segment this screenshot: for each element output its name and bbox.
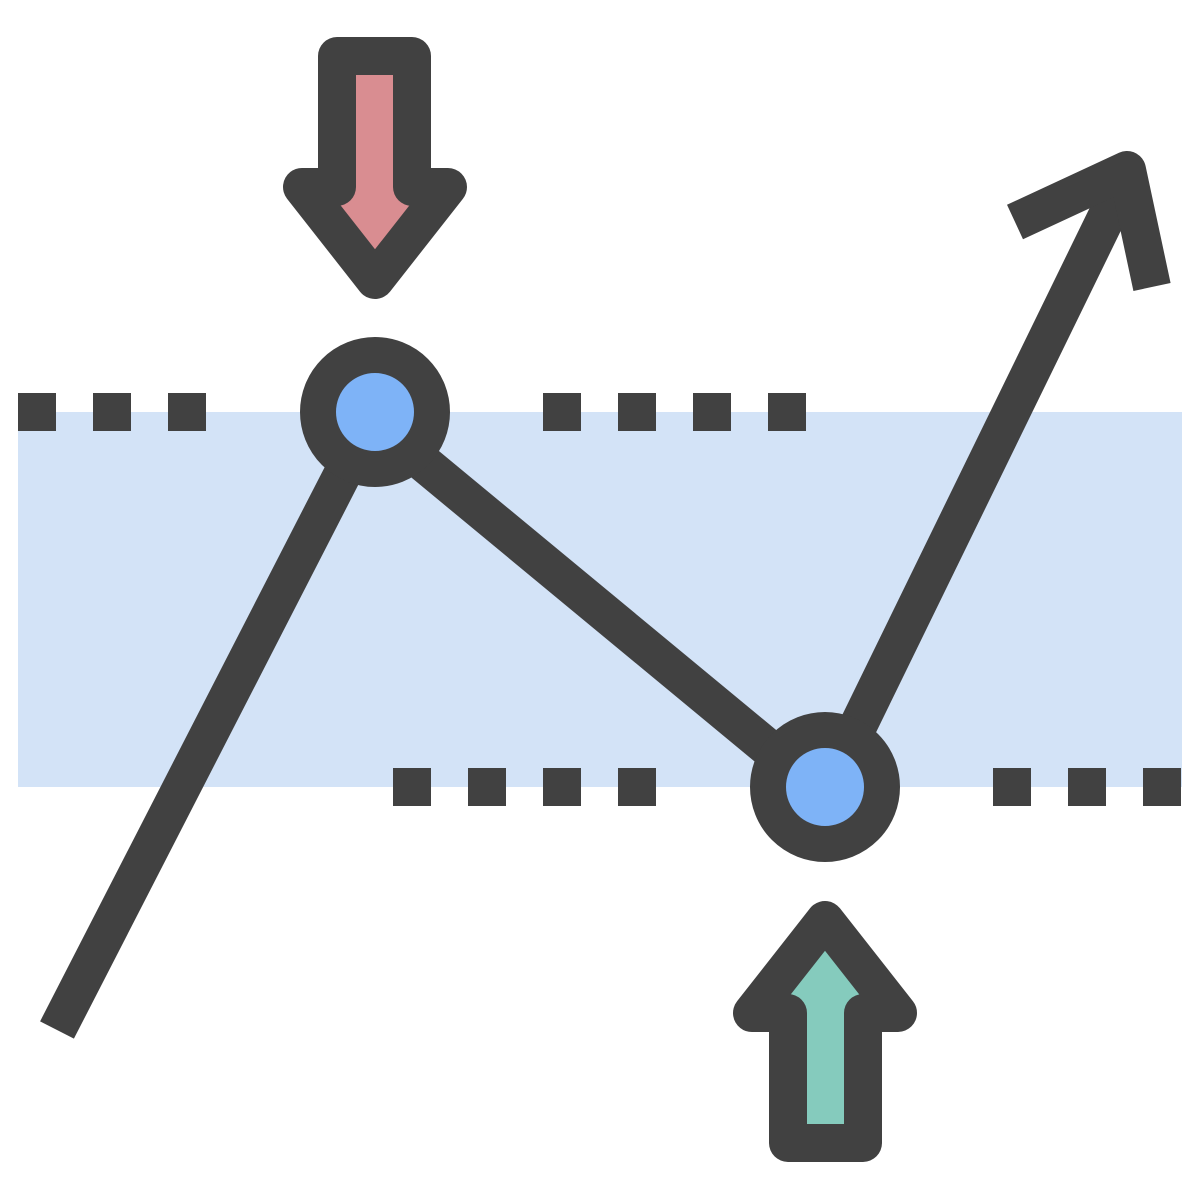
trend-segment-fall [407,445,798,777]
support-line [393,768,1181,806]
arrow-down-icon [283,37,467,299]
resistance-dash [768,393,806,431]
support-dash [1143,768,1181,806]
support-dash [618,768,656,806]
resistance-dash [618,393,656,431]
peak-node [300,337,450,487]
resistance-dash [693,393,731,431]
trend-segment-rise [40,466,359,1039]
trend-up-arrow-icon [1006,151,1171,291]
arrow-up-icon [733,901,917,1162]
resistance-dash [18,393,56,431]
resistance-dash [543,393,581,431]
support-dash [468,768,506,806]
resistance-line [18,393,806,431]
trend-segment-breakout [840,176,1140,735]
support-dash [543,768,581,806]
support-dash [1068,768,1106,806]
support-dash [993,768,1031,806]
support-dash [393,768,431,806]
trough-node [750,712,900,862]
resistance-dash [93,393,131,431]
resistance-dash [168,393,206,431]
